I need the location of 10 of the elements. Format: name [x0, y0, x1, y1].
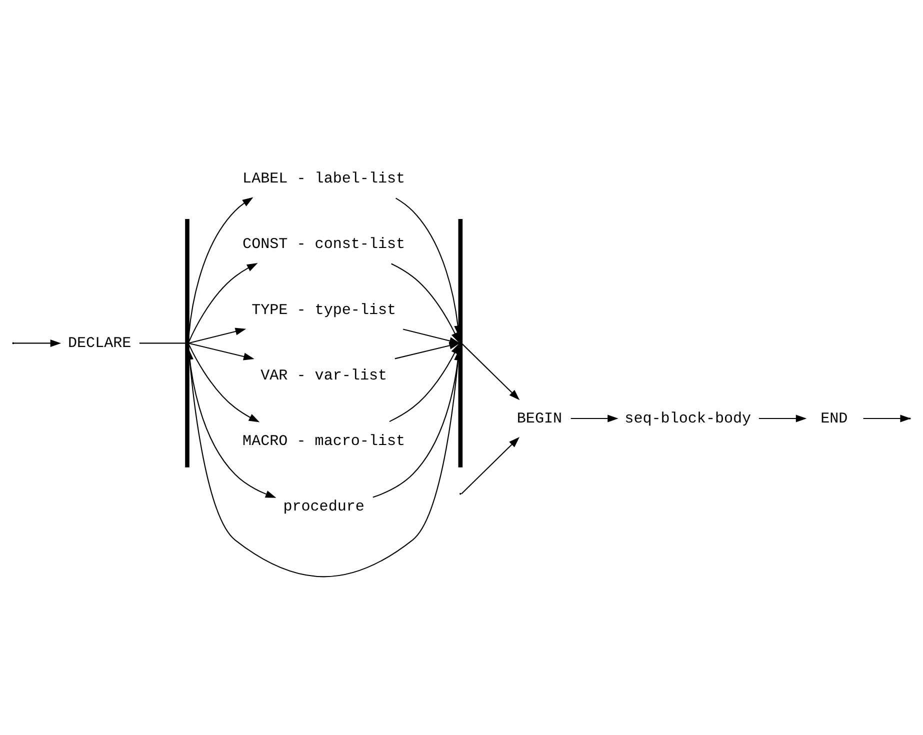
node-text: END — [820, 408, 848, 427]
node-text: LABEL - label-list — [242, 169, 406, 188]
node-text: seq-block-body — [624, 408, 752, 427]
node-text: CONST - const-list — [242, 234, 406, 253]
node-text: VAR - var-list — [260, 366, 388, 384]
node-text: procedure — [283, 497, 364, 516]
node-text: MACRO - macro-list — [242, 432, 406, 450]
node-text: DECLARE — [68, 334, 132, 352]
node-text: TYPE - type-list — [252, 300, 396, 318]
node-text: BEGIN — [516, 408, 562, 427]
